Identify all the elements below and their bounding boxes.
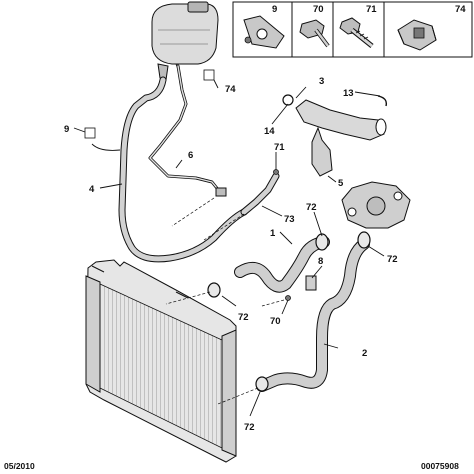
footer-date: 05/2010 <box>4 461 35 471</box>
callout-numbers: 3 13 74 9 14 6 71 4 5 72 73 1 72 8 72 70… <box>64 76 398 433</box>
bracket-8 <box>305 275 317 291</box>
legend-number-9: 9 <box>272 4 277 15</box>
callout-2: 2 <box>362 348 367 359</box>
footer-reference: 00075908 <box>421 461 459 471</box>
hose-2 <box>256 238 370 392</box>
pipe-6 <box>148 64 227 197</box>
callout-9: 9 <box>64 124 69 135</box>
hose-clip-icon <box>243 15 285 49</box>
radiator <box>85 259 237 463</box>
callout-74: 74 <box>225 84 236 95</box>
callout-3: 3 <box>319 76 324 87</box>
hex-screw-icon <box>299 19 330 48</box>
callout-70: 70 <box>270 316 281 327</box>
callout-1: 1 <box>270 228 276 239</box>
callout-71: 71 <box>274 142 285 153</box>
legend-number-71: 71 <box>366 4 377 15</box>
thermostat-housing-5 <box>341 181 411 229</box>
legend-number-74: 74 <box>455 4 466 15</box>
hose-clamps <box>207 94 388 392</box>
callout-72-top: 72 <box>306 202 317 213</box>
parts-legend-box: 9 70 71 74 <box>232 1 473 58</box>
callout-4: 4 <box>89 184 95 195</box>
callout-6: 6 <box>188 150 193 161</box>
dashed-assembly-lines <box>165 197 285 405</box>
marker-9 <box>84 127 96 139</box>
small-hose-73 <box>240 172 280 216</box>
outlet-pipe-3 <box>295 99 387 177</box>
callout-5: 5 <box>338 178 344 189</box>
callout-14: 14 <box>264 126 275 137</box>
hose-4 <box>118 76 248 263</box>
legend-number-70: 70 <box>313 4 324 15</box>
clamp-clip-icon <box>397 19 437 51</box>
expansion-tank <box>151 1 219 81</box>
hose-1 <box>234 236 330 293</box>
bolt-icon <box>339 17 374 48</box>
callout-72-mid: 72 <box>238 312 249 323</box>
callout-72-right: 72 <box>387 254 398 265</box>
callout-8: 8 <box>318 256 323 267</box>
tank-cap <box>187 1 209 13</box>
callout-73: 73 <box>284 214 295 225</box>
marker-74 <box>203 69 215 81</box>
leader-lines <box>73 79 385 417</box>
callout-72-bottom: 72 <box>244 422 255 433</box>
callout-13: 13 <box>343 88 354 99</box>
